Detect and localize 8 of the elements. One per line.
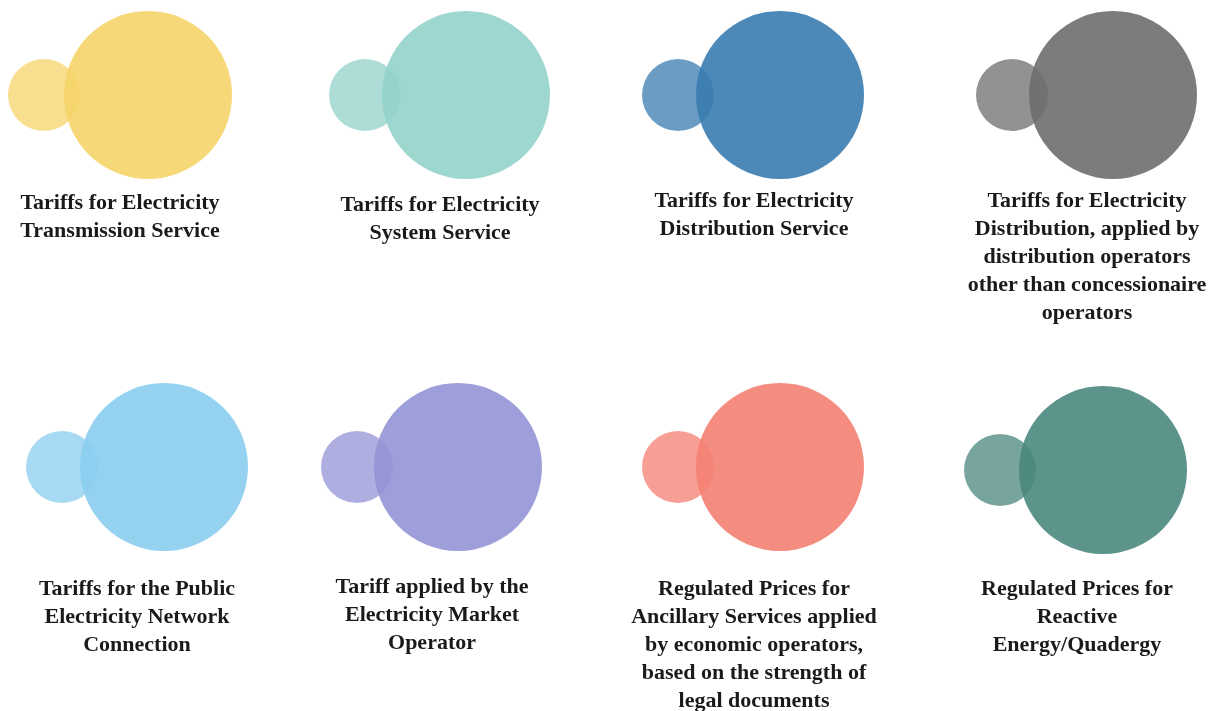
node-label: Tariffs for Electricity Distribution Service: [653, 186, 855, 242]
node-label: Tariffs for the Public Electricity Network Connection: [37, 574, 237, 658]
node-label: Tariffs for Electricity System Service: [339, 190, 541, 246]
node-label: Regulated Prices for Ancillary Services applied by economic operators, based on the strength of legal documents: [630, 574, 878, 711]
node-label: Regulated Prices for Reactive Energy/Quadergy: [980, 574, 1174, 658]
node-label: Tariff applied by the Electricity Market Operator: [334, 572, 530, 656]
node-label: Tariffs for Electricity Distribution, applied by distribution operators other than concessionaire operators: [966, 186, 1208, 326]
node-label: Tariffs for Electricity Transmission Service: [19, 188, 221, 244]
